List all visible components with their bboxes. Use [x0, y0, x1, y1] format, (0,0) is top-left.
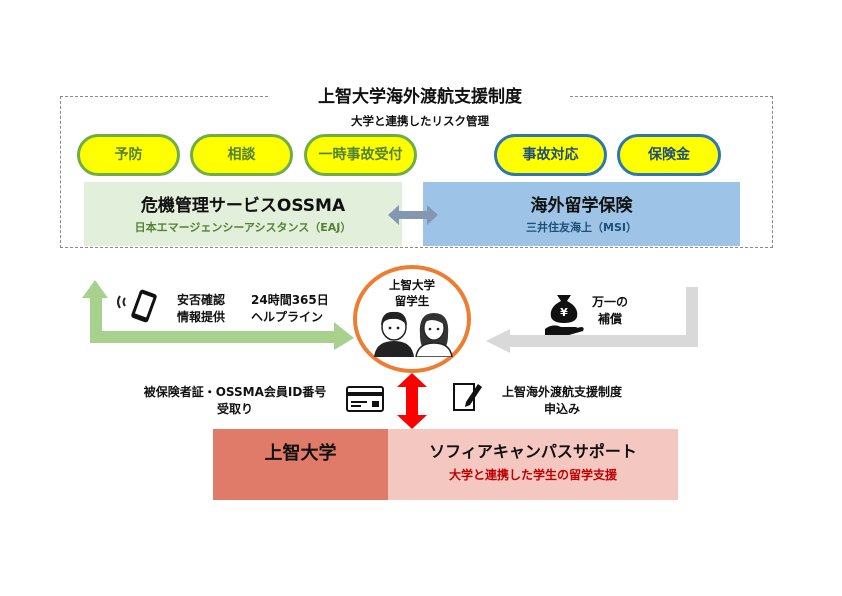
ossma-sub: 日本エマージェンシーアシスタンス（EAJ） — [134, 221, 352, 234]
student-label-line1: 上智大学 — [389, 278, 435, 292]
red-double-arrow — [397, 373, 427, 429]
student-label-line2: 留学生 — [394, 294, 430, 308]
students-icon — [374, 311, 453, 357]
svg-text:¥: ¥ — [560, 306, 568, 319]
info-provision-label: 情報提供 — [177, 310, 226, 324]
apply-label: 上智海外渡航支援制度 申込み — [487, 384, 637, 418]
ossma-box: 危機管理サービスOSSMA 日本エマージェンシーアシスタンス（EAJ） — [84, 182, 402, 246]
apply-label-line1: 上智海外渡航支援制度 — [501, 385, 622, 399]
student-label: 上智大学 留学生 — [353, 277, 471, 309]
compensation-label: 補償 — [598, 312, 623, 326]
green-arrow — [82, 280, 354, 350]
emergency-label: 万一の — [592, 295, 629, 309]
card-label-line2: 受取り — [216, 402, 253, 416]
pill-consultation: 相談 — [190, 134, 293, 176]
insurance-title: 海外留学保険 — [530, 196, 633, 216]
pill-insurance-payment: 保険金 — [617, 134, 721, 176]
apply-label-line2: 申込み — [543, 402, 580, 416]
insurance-box: 海外留学保険 三井住友海上（MSI） — [423, 182, 740, 246]
right-flow-label: 万一の 補償 — [592, 294, 628, 328]
gray-arrow — [486, 287, 698, 353]
sophia-label: 上智大学 — [264, 443, 337, 464]
support-sub: 大学と連携した学生の留学支援 — [448, 468, 617, 482]
support-title: ソフィアキャンパスサポート — [429, 442, 637, 461]
diagram-title: 上智大学海外渡航支援制度 — [270, 84, 570, 110]
left-flow-col2: 24時間365日 ヘルプライン — [251, 292, 329, 326]
helpline-label: ヘルプライン — [251, 310, 324, 324]
pill-accident-response: 事故対応 — [494, 134, 607, 176]
insurance-sub: 三井住友海上（MSI） — [526, 221, 637, 234]
left-flow-col1: 安否確認 情報提供 — [177, 292, 225, 326]
pill-prevention: 予防 — [77, 134, 180, 176]
pen-paper-icon — [453, 383, 482, 411]
money-bag-hand-icon: ¥ — [545, 295, 584, 335]
pill-first-report: 一時事故受付 — [304, 134, 417, 176]
phone-icon — [117, 289, 157, 323]
safety-check-label: 安否確認 — [177, 293, 226, 307]
hours-label: 24時間365日 — [251, 293, 329, 307]
support-box: ソフィアキャンパスサポート 大学と連携した学生の留学支援 — [388, 429, 678, 500]
double-arrow-icon — [388, 205, 438, 225]
card-label-line1: 被保険者証・OSSMA会員ID番号 — [143, 385, 327, 399]
sophia-box: 上智大学 — [213, 429, 388, 500]
id-card-icon — [346, 386, 384, 412]
card-label: 被保険者証・OSSMA会員ID番号 受取り — [130, 384, 340, 418]
diagram-subtitle: 大学と連携したリスク管理 — [351, 114, 489, 128]
ossma-title: 危機管理サービスOSSMA — [140, 196, 346, 216]
